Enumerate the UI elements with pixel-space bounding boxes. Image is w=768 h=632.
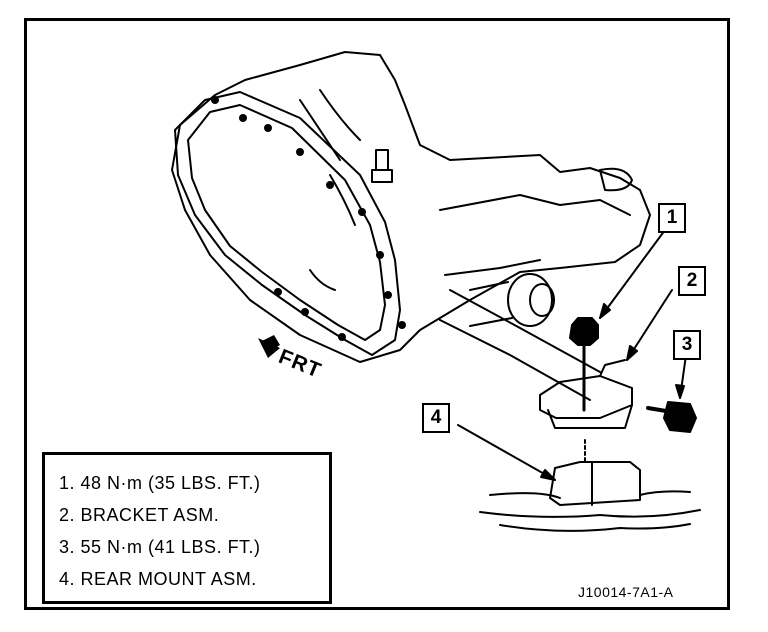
bracket-assembly [539,359,633,429]
transmission-case [171,51,651,401]
callout-4: 4 [422,403,450,433]
callout-1: 1 [658,203,686,233]
callout-2: 2 [678,266,706,296]
mount-bolt [646,401,697,433]
callout-3: 3 [673,330,701,360]
leader-lines [457,229,687,481]
legend-item-2: 2. BRACKET ASM. [59,505,220,525]
front-direction-arrow [258,335,280,358]
legend-item-3: 3. 55 N·m (41 LBS. FT.) [59,537,261,557]
legend-item-1: 1. 48 N·m (35 LBS. FT.) [59,473,261,493]
mount-nut [569,317,599,412]
legend-item-4: 4. REAR MOUNT ASM. [59,569,257,589]
figure-id: J10014-7A1-A [578,584,674,600]
rear-mount [479,439,701,532]
legend-box: 1. 48 N·m (35 LBS. FT.) 2. BRACKET ASM. … [42,452,332,604]
